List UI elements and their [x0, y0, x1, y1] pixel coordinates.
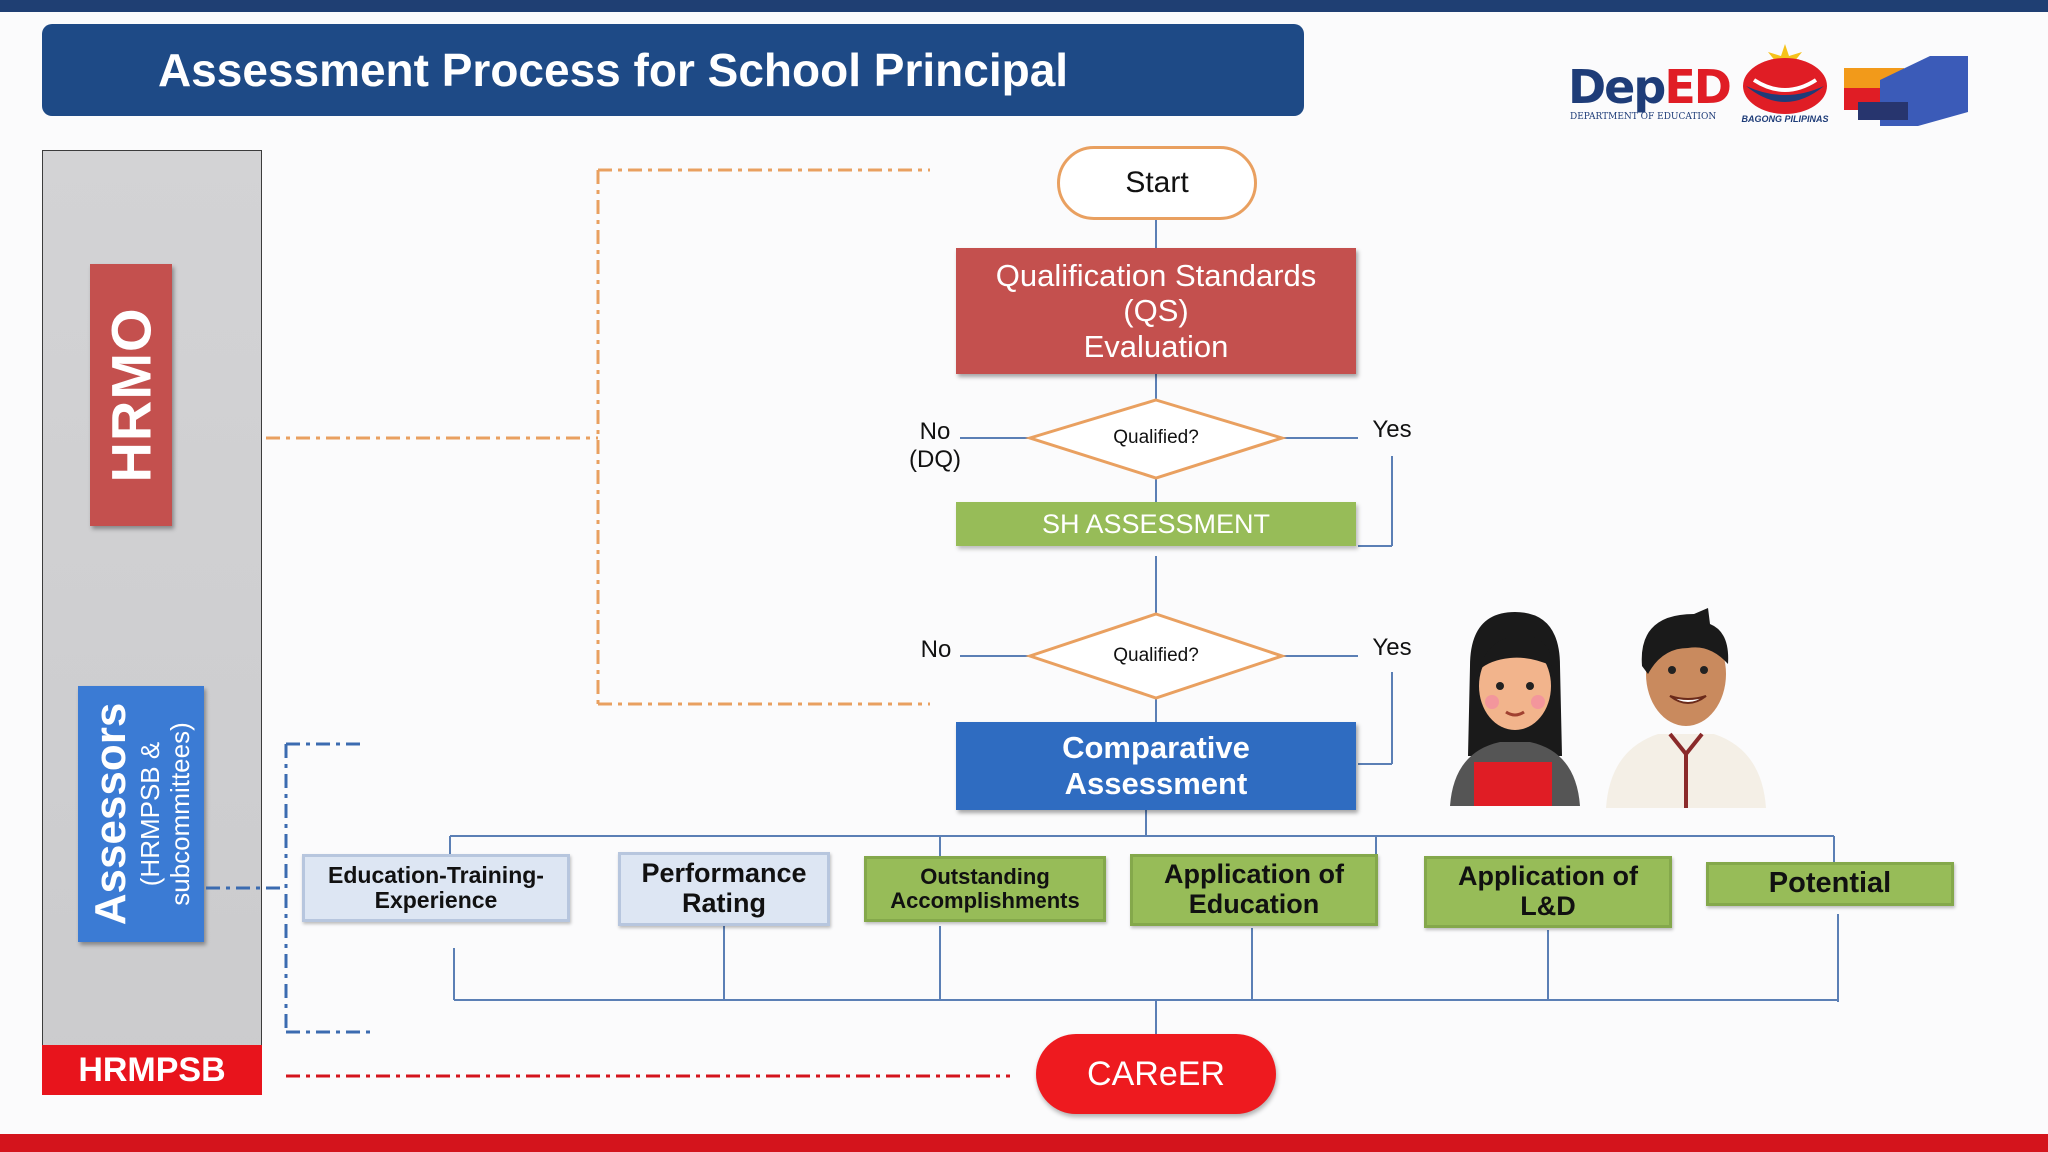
decision2-no-label: No	[906, 636, 966, 664]
decision1-label: Qualified?	[1056, 424, 1256, 452]
qs-label-line2: (QS)	[996, 293, 1317, 329]
sh-assessment-box: SH ASSESSMENT	[956, 502, 1356, 546]
hrmo-dashed-bracket	[266, 170, 930, 704]
decision1-no-label: No (DQ)	[900, 418, 970, 473]
career-label: CAReER	[1087, 1055, 1225, 1094]
qs-label-line3: Evaluation	[996, 329, 1317, 365]
comparative-label-line2: Assessment	[1062, 766, 1250, 802]
qs-evaluation-box: Qualification Standards (QS) Evaluation	[956, 248, 1356, 374]
career-node: CAReER	[1036, 1034, 1276, 1114]
start-label: Start	[1125, 166, 1188, 200]
decision2-yes-label: Yes	[1362, 634, 1422, 662]
sh-assessment-label: SH ASSESSMENT	[1042, 509, 1270, 540]
bottom-accent-bar	[0, 1134, 2048, 1152]
female-teacher-illustration-icon	[1430, 606, 1600, 806]
decision1-yes-label: Yes	[1362, 416, 1422, 444]
qs-label-line1: Qualification Standards	[996, 258, 1317, 294]
start-node: Start	[1057, 146, 1257, 220]
comparative-label-line1: Comparative	[1062, 730, 1250, 766]
male-teacher-illustration-icon	[1598, 604, 1774, 808]
decision2-label: Qualified?	[1056, 642, 1256, 670]
criterion-potential: Potential	[1706, 862, 1954, 906]
criterion-education-training-experience: Education-Training-Experience	[302, 854, 570, 922]
comparative-assessment-box: Comparative Assessment	[956, 722, 1356, 810]
